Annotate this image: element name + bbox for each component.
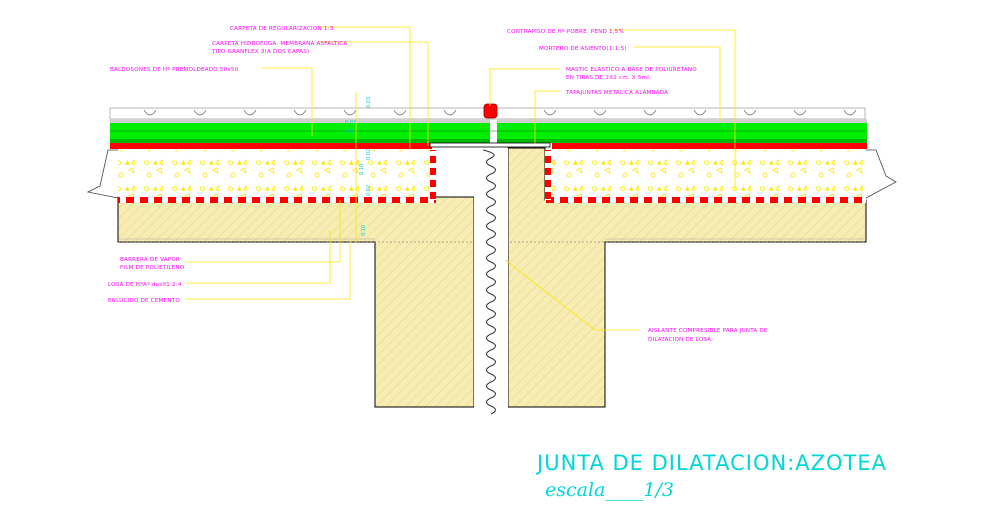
label-baldosones: BALDOSONES DE Hº PREMOLDEADO 50x50 <box>110 66 239 73</box>
metal-joint-cover <box>429 142 551 148</box>
tile-joint <box>343 109 357 116</box>
dim-3: 0.02 <box>343 129 354 135</box>
label-carpeta-hidrofuga-2: TIPO GRANFLEX 3(A DOS CAPAS) <box>211 49 309 55</box>
dim-1: 0.03 <box>366 97 372 108</box>
label-mastic-2: EN TIRAS DE 2X2 cm. X 5ml. <box>566 75 651 81</box>
label-aislante-2: DILATACION DE LOSA. <box>648 337 713 343</box>
tile-joint <box>543 109 557 116</box>
asphalt-membrane-right <box>552 143 867 149</box>
tile-joint <box>293 109 307 116</box>
dimension-texts: 0.03 0.02 0.02 0.02 0.10 0.02 0.10 <box>343 97 372 236</box>
break-line-right <box>865 149 897 199</box>
membrane-top-left <box>110 139 490 143</box>
dim-7: 0.10 <box>361 225 367 236</box>
dim-4: 0.02 <box>366 149 372 160</box>
contrapiso-right <box>550 150 866 197</box>
tile-joint <box>693 109 707 116</box>
vapor-barrier-right-vertical <box>545 150 551 200</box>
break-line-left <box>86 149 119 199</box>
tile-joint <box>143 109 157 116</box>
dim-2: 0.02 <box>345 120 356 126</box>
tile-joint <box>643 109 657 116</box>
tile-joint <box>793 109 807 116</box>
label-barrera-1: BARRERA DE VAPOR <box>120 257 180 263</box>
label-tapajuntas: TAPAJUNTAS METALICA ALAMBADA <box>565 90 668 96</box>
elastic-mastic-seal <box>483 103 498 119</box>
tile-joint <box>843 109 857 116</box>
joint-gap <box>474 148 508 416</box>
vapor-barrier-left <box>118 197 436 203</box>
dim-5: 0.10 <box>359 164 365 175</box>
drawing-title: JUNTA DE DILATACION:AZOTEA <box>535 451 887 475</box>
tile-joint <box>743 109 757 116</box>
tile-joint <box>443 109 457 116</box>
label-aislante-1: AISLANTE COMPRESIBLE PARA JUNTA DE <box>648 328 768 334</box>
label-mastic-1: MASTIC ELASTICO A BASE DE POLIURETANO <box>566 67 697 73</box>
mortar-bed-left <box>110 119 490 123</box>
label-contrapiso: CONTRAPISO DE Hº POBRE. PEND 1,5% <box>507 28 624 35</box>
label-enlucido: ENLUCIDO DE CEMENTO <box>108 298 180 304</box>
label-carpeta-hidrofuga-1: CARPETA HIDROFUGA: MEMBRANA ASFALTICA <box>212 41 347 47</box>
callout-labels: CARPETA DE REGULARIZACION 1:3 CARPETA HI… <box>108 26 768 343</box>
label-losa: LOSA DE HºAº dosif1:2:4 <box>108 281 182 288</box>
label-mortero: MORTERO DE ASIENTO(1:1:5) <box>539 46 627 52</box>
tile-joint <box>593 109 607 116</box>
label-barrera-2: FILM DE POLIETILENO <box>120 265 185 271</box>
tile-joint <box>393 109 407 116</box>
compressible-filler <box>482 149 496 415</box>
vapor-barrier-left-vertical <box>430 150 436 200</box>
contrapiso-left <box>118 150 436 197</box>
drawing-scale: escala____1/3 <box>545 479 674 501</box>
dim-6: 0.02 <box>366 185 372 196</box>
asphalt-membrane-left <box>110 143 432 149</box>
vapor-barrier-right <box>545 197 866 203</box>
tile-joint <box>193 109 207 116</box>
tile-joint <box>243 109 257 116</box>
leader-lines <box>185 26 736 331</box>
mortar-bed-right <box>497 119 867 123</box>
label-carpeta-regularizacion: CARPETA DE REGULARIZACION 1:3 <box>230 26 334 32</box>
membrane-top-right <box>497 139 867 143</box>
